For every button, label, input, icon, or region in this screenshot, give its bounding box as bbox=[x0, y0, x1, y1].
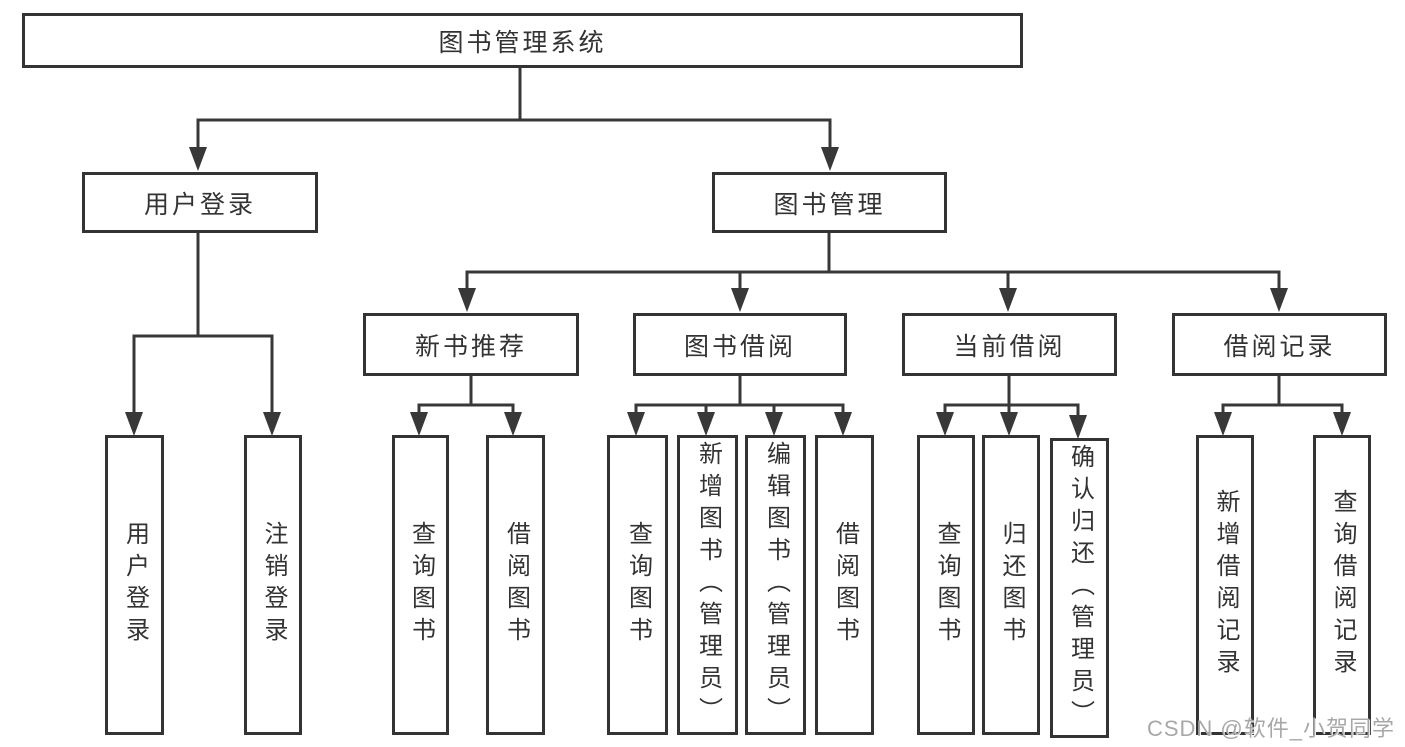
arrowheads bbox=[125, 147, 1351, 439]
node-book-borrowing: 图书借阅 bbox=[633, 313, 847, 376]
connector-user-login-branch bbox=[132, 231, 274, 417]
arrowhead-icon bbox=[765, 412, 783, 436]
arrowhead-icon bbox=[697, 412, 715, 436]
arrowhead-icon bbox=[731, 288, 749, 312]
node-label: 图书管理系统 bbox=[438, 28, 607, 57]
node-label: 新书推荐 bbox=[414, 332, 527, 361]
arrowhead-icon bbox=[1069, 415, 1087, 439]
connector-new-books-branch bbox=[417, 373, 515, 417]
node-label: 查询图书 bbox=[624, 521, 652, 649]
node-user-login-branch: 用户登录 bbox=[82, 172, 318, 233]
connector-borrow-records-branch bbox=[1221, 373, 1344, 417]
connector-book-borrowing-branch bbox=[634, 373, 845, 417]
node-leaf-user-login: 用户登录 bbox=[105, 435, 164, 735]
node-leaf-confirm-return-admin: 确认归还（管理员） bbox=[1050, 438, 1109, 738]
node-leaf-query-books-new: 查询图书 bbox=[392, 435, 449, 735]
node-label: 新增图书（管理员） bbox=[694, 441, 722, 729]
node-library-management-system: 图书管理系统 bbox=[22, 13, 1023, 68]
node-leaf-add-borrow-record: 新增借阅记录 bbox=[1196, 435, 1254, 735]
arrowhead-icon bbox=[1214, 412, 1232, 436]
node-label: 借阅图书 bbox=[831, 521, 859, 649]
arrowhead-icon bbox=[936, 412, 954, 436]
node-label: 注销登录 bbox=[260, 521, 287, 649]
arrowhead-icon bbox=[504, 412, 522, 436]
node-label: 新增借阅记录 bbox=[1212, 489, 1239, 681]
node-new-book-recommendation: 新书推荐 bbox=[363, 313, 579, 376]
arrowhead-icon bbox=[627, 412, 645, 436]
node-leaf-query-books-current: 查询图书 bbox=[917, 435, 975, 735]
arrowhead-icon bbox=[834, 412, 852, 436]
node-label: 归还图书 bbox=[998, 521, 1025, 649]
node-leaf-borrow-books: 借阅图书 bbox=[815, 435, 874, 735]
arrowhead-icon bbox=[125, 412, 143, 436]
arrowhead-icon bbox=[410, 412, 428, 436]
arrowhead-icon bbox=[458, 288, 476, 312]
csdn-watermark: CSDN @软件_小贺同学 bbox=[1146, 716, 1395, 741]
arrowhead-icon bbox=[821, 147, 839, 171]
node-leaf-query-borrow-record: 查询借阅记录 bbox=[1313, 435, 1371, 735]
arrowhead-icon bbox=[1333, 412, 1351, 436]
arrowhead-icon bbox=[263, 412, 281, 436]
node-label: 查询图书 bbox=[933, 521, 960, 649]
connector-root-to-level2 bbox=[196, 66, 832, 152]
node-label: 查询图书 bbox=[407, 521, 435, 649]
node-label: 当前借阅 bbox=[953, 332, 1066, 361]
node-label: 确认归还（管理员） bbox=[1066, 444, 1094, 732]
node-leaf-edit-books-admin: 编辑图书（管理员） bbox=[745, 435, 806, 735]
node-leaf-add-books-admin: 新增图书（管理员） bbox=[677, 435, 738, 735]
node-label: 图书借阅 bbox=[683, 332, 796, 361]
node-leaf-logout: 注销登录 bbox=[244, 435, 302, 735]
arrowhead-icon bbox=[1270, 288, 1288, 312]
arrowhead-icon bbox=[999, 288, 1017, 312]
node-borrow-records: 借阅记录 bbox=[1172, 313, 1387, 376]
node-label: 查询借阅记录 bbox=[1329, 489, 1356, 681]
connector-lines bbox=[132, 66, 1344, 420]
node-current-borrowing: 当前借阅 bbox=[902, 313, 1117, 376]
connector-book-management-branch bbox=[465, 231, 1281, 293]
node-leaf-query-books-borrowing: 查询图书 bbox=[607, 435, 668, 735]
node-label: 用户登录 bbox=[121, 521, 149, 649]
node-leaf-borrow-books-new: 借阅图书 bbox=[486, 435, 545, 735]
node-label: 用户登录 bbox=[143, 190, 256, 219]
node-leaf-return-books: 归还图书 bbox=[982, 435, 1040, 735]
node-label: 图书管理 bbox=[773, 190, 886, 219]
arrowhead-icon bbox=[189, 147, 207, 171]
arrowhead-icon bbox=[1000, 412, 1018, 436]
connector-current-borrowing-branch bbox=[943, 373, 1080, 420]
node-book-management: 图书管理 bbox=[712, 172, 947, 233]
node-label: 借阅记录 bbox=[1223, 332, 1336, 361]
node-label: 编辑图书（管理员） bbox=[762, 441, 790, 729]
node-label: 借阅图书 bbox=[502, 521, 530, 649]
